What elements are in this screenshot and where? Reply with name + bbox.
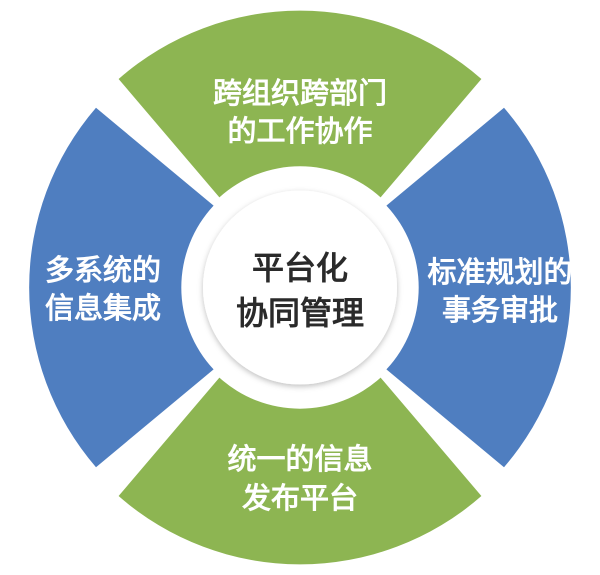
segment-bottom bbox=[118, 377, 482, 565]
center-title-line1: 平台化 bbox=[252, 249, 348, 287]
segment-bottom-label-line2: 发布平台 bbox=[241, 481, 358, 515]
segment-top bbox=[118, 10, 482, 198]
center-circle bbox=[203, 190, 397, 385]
segment-top-label-line1: 跨组织跨部门 bbox=[213, 76, 387, 110]
segment-left-label-line1: 多系统的 bbox=[45, 253, 161, 287]
segment-left bbox=[29, 107, 214, 468]
segment-right-label-line1: 标准规划的 bbox=[427, 255, 572, 289]
segment-bottom-label-line1: 统一的信息 bbox=[227, 442, 372, 476]
segment-left-label-line2: 信息集成 bbox=[45, 291, 161, 325]
segment-top-label-line2: 的工作协作 bbox=[227, 114, 372, 148]
segment-right-label-line2: 事务审批 bbox=[442, 293, 558, 327]
center-title-line2: 协同管理 bbox=[236, 294, 364, 332]
segment-right bbox=[386, 107, 571, 468]
